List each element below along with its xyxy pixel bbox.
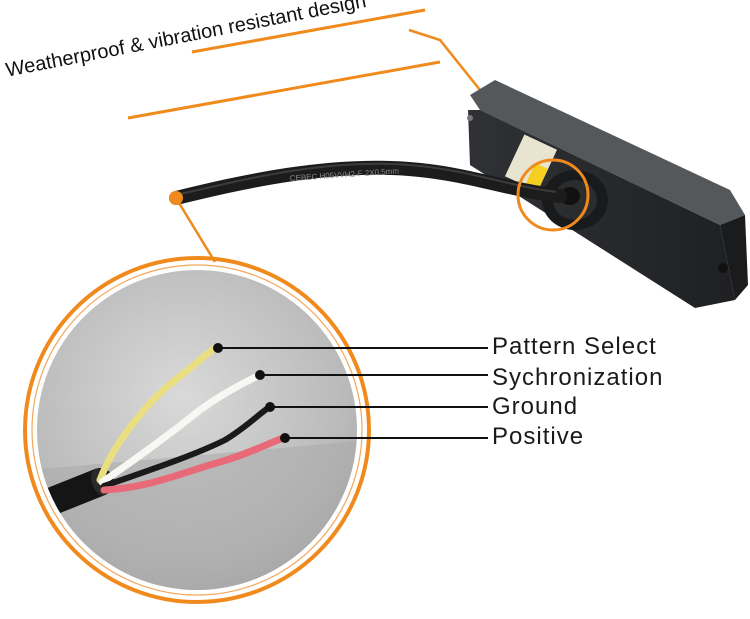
headline-rule-top [191, 8, 426, 54]
label-pattern-select: Pattern Select [492, 333, 657, 360]
zoom-leader-line [174, 197, 217, 263]
zoom-detail [37, 270, 357, 590]
label-synchronization: Sychronization [492, 364, 664, 391]
power-cable [169, 160, 567, 205]
cable-end-dot [169, 191, 183, 205]
wire-black [101, 405, 271, 489]
wire-leaders [213, 343, 488, 443]
wire-white [98, 372, 262, 486]
headline-rule-bottom [127, 60, 441, 120]
zoom-outer-ring [23, 256, 371, 604]
label-ground: Ground [492, 393, 579, 420]
wire-yellow [96, 344, 219, 484]
zoom-inner-ring [31, 264, 363, 596]
label-positive: Positive [492, 423, 585, 450]
wire-red [100, 434, 287, 494]
grommet-highlight-ring [516, 158, 590, 232]
